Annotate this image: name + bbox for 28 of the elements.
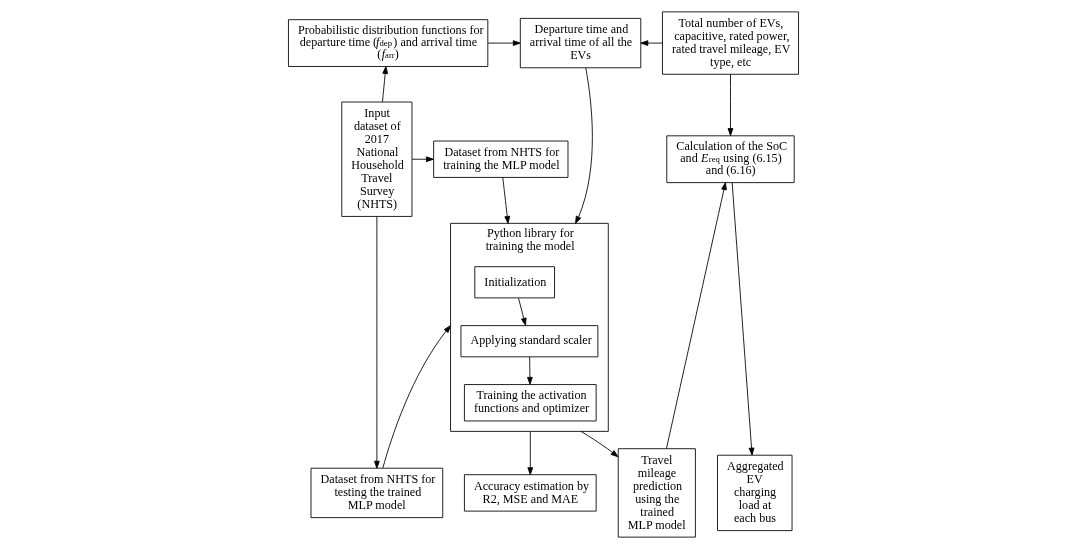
node-box: Training the activation functions and optimizer — [463, 384, 597, 422]
arrow — [727, 73, 733, 136]
node-box: Dataset from NHTS for testing the trained MLP model — [310, 467, 443, 519]
node-box: Aggregated EV charging load at each bus — [716, 454, 792, 532]
node-box: Dataset from NHTS for training the MLP model — [432, 140, 568, 178]
node-box: Departure time and arrival time of all the EVs — [519, 17, 641, 69]
node-box: Applying standard scaler — [460, 325, 598, 358]
arrow — [580, 430, 618, 458]
node-box: Travel mileage prediction using the trained MLP model — [617, 448, 696, 538]
arrow — [517, 297, 527, 326]
arrow — [373, 216, 380, 469]
arrow — [381, 66, 388, 103]
arrow — [574, 67, 593, 224]
arrow — [526, 356, 533, 385]
arrow — [487, 40, 521, 46]
arrow — [501, 177, 510, 224]
node-box: Initialization — [473, 266, 555, 299]
arrow — [731, 182, 754, 456]
arrow — [665, 182, 727, 450]
arrow — [411, 156, 434, 163]
node-box: Input dataset of 2017 National Household Travel Survey (NHTS) — [340, 101, 412, 217]
node-box: Probabilistic distribution functions for departure time (fdep) and arrival time (farr) — [287, 19, 488, 67]
arrow — [526, 430, 533, 476]
arrow — [639, 40, 663, 46]
node-box: Calculation of the SoC and Ereq using (6.15) and (6.16) — [665, 135, 795, 184]
node-box: Total number of EVs, capacitive, rated power, rated travel mileage, EV type, etc — [661, 11, 799, 75]
arrow — [381, 325, 451, 469]
node-box: Accuracy estimation by R2, MSE and MAE — [463, 474, 597, 512]
